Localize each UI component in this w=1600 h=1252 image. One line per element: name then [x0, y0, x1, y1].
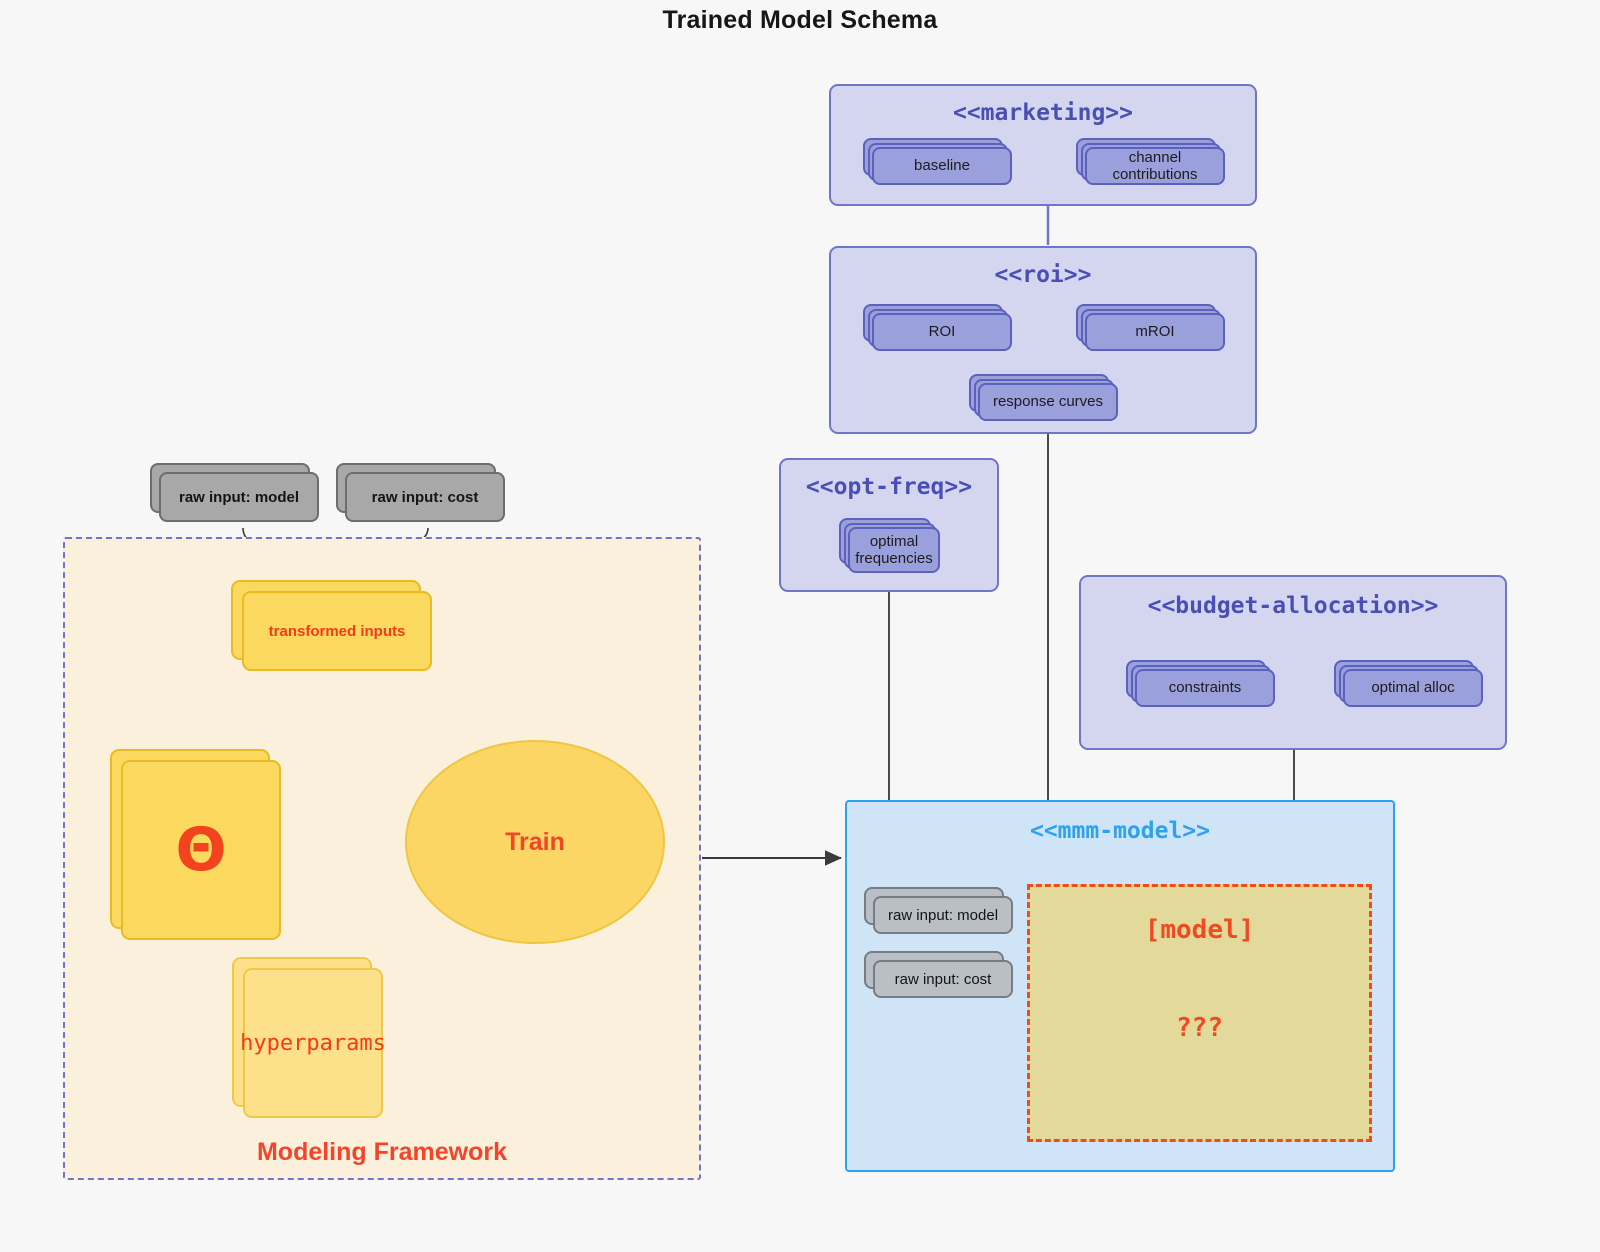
model-unknown-label: ???	[1176, 1013, 1223, 1043]
card-mroi-label: mROI	[1085, 313, 1225, 351]
card-channel-contributions[interactable]: channel contributions	[1076, 138, 1225, 185]
package-opt-freq-title: <<opt-freq>>	[805, 474, 973, 500]
package-marketing[interactable]: <<marketing>> baseline channel contribut…	[829, 84, 1257, 206]
train-node[interactable]: Train	[405, 740, 665, 944]
card-mmm-raw-input-cost[interactable]: raw input: cost	[864, 951, 1013, 998]
card-channel-contributions-label: channel contributions	[1085, 147, 1225, 185]
package-budget-allocation-title: <<budget-allocation>>	[1147, 593, 1439, 619]
hyperparams-card[interactable]: hyperparams	[232, 957, 386, 1118]
card-baseline[interactable]: baseline	[863, 138, 1012, 185]
model-placeholder-label: [model]	[1144, 915, 1255, 945]
card-mmm-raw-input-model-label: raw input: model	[873, 896, 1013, 934]
transformed-inputs-label: transformed inputs	[242, 591, 432, 671]
card-optimal-frequencies[interactable]: optimal frequencies	[839, 518, 940, 573]
optimal-frequencies-line1: optimal	[869, 532, 919, 550]
card-roi[interactable]: ROI	[863, 304, 1012, 351]
transformed-inputs-text: transformed inputs	[268, 622, 406, 640]
optimal-frequencies-line2: frequencies	[855, 550, 933, 567]
card-baseline-label: baseline	[872, 147, 1012, 185]
package-mmm-model-title: <<mmm-model>>	[1029, 818, 1210, 844]
model-placeholder-box[interactable]: [model] ???	[1027, 884, 1372, 1142]
card-mroi[interactable]: mROI	[1076, 304, 1225, 351]
card-roi-label: ROI	[872, 313, 1012, 351]
raw-input-model-label: raw input: model	[159, 472, 319, 522]
raw-input-cost-card[interactable]: raw input: cost	[336, 463, 505, 522]
card-optimal-alloc-label: optimal alloc	[1343, 669, 1483, 707]
raw-input-model-card[interactable]: raw input: model	[150, 463, 319, 522]
card-response-curves[interactable]: response curves	[969, 374, 1118, 421]
card-optimal-alloc[interactable]: optimal alloc	[1334, 660, 1483, 707]
raw-input-cost-label: raw input: cost	[345, 472, 505, 522]
theta-icon: Θ	[175, 815, 227, 885]
hyperparams-label: hyperparams	[240, 1030, 386, 1056]
package-roi-title: <<roi>>	[994, 262, 1092, 288]
theta-face: Θ	[121, 760, 281, 940]
card-constraints-label: constraints	[1135, 669, 1275, 707]
train-label: Train	[505, 827, 565, 856]
card-mmm-raw-input-cost-label: raw input: cost	[873, 960, 1013, 998]
page-title: Trained Model Schema	[662, 6, 938, 34]
card-constraints[interactable]: constraints	[1126, 660, 1275, 707]
card-optimal-frequencies-label: optimal frequencies	[848, 527, 940, 573]
package-opt-freq[interactable]: <<opt-freq>> optimal frequencies	[779, 458, 999, 592]
package-mmm-model[interactable]: <<mmm-model>> raw input: model raw input…	[845, 800, 1395, 1172]
modeling-framework-label: Modeling Framework	[256, 1138, 508, 1166]
transformed-inputs-card[interactable]: transformed inputs	[231, 580, 432, 671]
theta-card[interactable]: Θ	[110, 749, 281, 940]
card-mmm-raw-input-model[interactable]: raw input: model	[864, 887, 1013, 934]
package-marketing-title: <<marketing>>	[952, 100, 1133, 126]
hyperparams-face: hyperparams	[240, 968, 386, 1118]
card-response-curves-label: response curves	[978, 383, 1118, 421]
package-budget-allocation[interactable]: <<budget-allocation>> constraints optima…	[1079, 575, 1507, 750]
package-roi[interactable]: <<roi>> ROI mROI response curves	[829, 246, 1257, 434]
